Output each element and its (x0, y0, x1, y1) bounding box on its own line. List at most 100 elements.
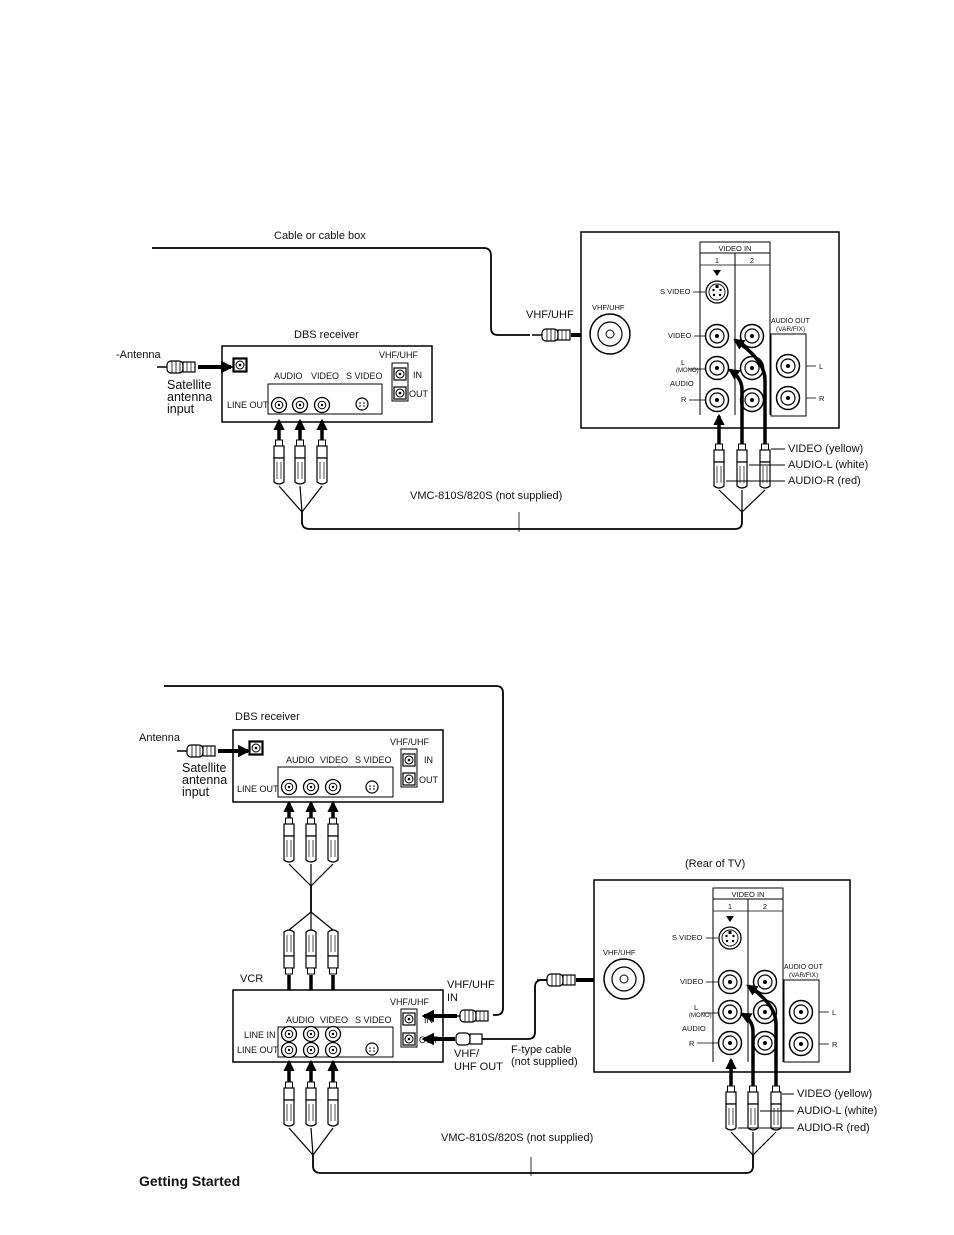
vhf-uhf-out-label-1: VHF/ (454, 1048, 480, 1060)
vcr-line-in-audio-l-jack (280, 1025, 298, 1043)
vcr-vhf-out-jack (402, 1032, 416, 1046)
audio-r-2-jack (739, 387, 765, 413)
rca-cable-tv (713, 338, 785, 513)
rca-cable-dbs (273, 418, 328, 513)
rca-cable-dbs-vcr (283, 800, 339, 1025)
dbs-audio-label: AUDIO (274, 371, 303, 381)
audio-l-1-jack (717, 999, 743, 1025)
col-2-label-2: 2 (763, 902, 767, 911)
tv-video-label: VIDEO (668, 331, 692, 340)
line-out-audio-l-jack (280, 778, 298, 796)
antenna-plug-icon (156, 360, 196, 374)
satellite2-label-3: input (182, 785, 210, 799)
cable-box-label: Cable or cable box (274, 230, 366, 242)
diagram-2: DBS receiver VHF/UHF IN OUT AUDIO VIDEO … (139, 685, 877, 1176)
video-yellow-label: VIDEO (yellow) (788, 443, 863, 455)
dbs2-vhf-in-jack (402, 753, 416, 767)
s-video-jack (705, 280, 729, 304)
tv2-video-label: VIDEO (680, 977, 704, 986)
dbs-out-label: OUT (409, 389, 429, 399)
vcr-title: VCR (240, 973, 263, 985)
tv2-l-label: L (694, 1003, 698, 1012)
cable-line (152, 247, 530, 336)
dbs2-video-label: VIDEO (320, 755, 348, 765)
triangle-marker-icon (726, 916, 734, 922)
video-1-jack (704, 323, 730, 349)
audio-out-r-label: R (819, 394, 825, 403)
col-2-label: 2 (750, 256, 754, 265)
audio-r-1-jack (704, 387, 730, 413)
col-1-label: 1 (715, 256, 719, 265)
vcr-svideo-jack (365, 1042, 379, 1056)
vhf-uhf-cable-label: VHF/UHF (526, 309, 574, 321)
f-type-label-1: F-type cable (511, 1044, 572, 1056)
dbs2-vhf-out-jack (402, 772, 416, 786)
vcr-vhf-uhf-label: VHF/UHF (390, 997, 429, 1007)
vcr-svideo-label: S VIDEO (355, 1015, 392, 1025)
audio-r-2-jack (752, 1030, 778, 1056)
dbs2-vhf-uhf-label: VHF/UHF (390, 737, 429, 747)
tv-r-label: R (681, 395, 687, 404)
tv2-vhf-uhf-label: VHF/UHF (603, 948, 636, 957)
antenna2-label: Antenna (139, 732, 181, 744)
f-type-label-2: (not supplied) (511, 1056, 578, 1068)
audio-out-r-jack (788, 1031, 814, 1057)
antenna-label: -Antenna (116, 349, 162, 361)
satellite2-label-1: Satellite (182, 761, 227, 775)
tv-rear-panel-2: VHF/UHF VIDEO IN 1 2 S VIDEO VIDEO (593, 879, 851, 1073)
dbs-svideo-label: S VIDEO (346, 371, 383, 381)
video-in-header-2: VIDEO IN (732, 890, 765, 899)
vcr-line-out-label: LINE OUT (237, 1045, 279, 1055)
vmc-label: VMC-810S/820S (not supplied) (410, 490, 562, 502)
audio-out-l-label-2: L (832, 1008, 836, 1017)
audio-out-l-label: L (819, 362, 823, 371)
tv2-mono-label: (MONO) (689, 1013, 712, 1019)
vcr-audio-label: AUDIO (286, 1015, 315, 1025)
dbs2-svideo-label: S VIDEO (355, 755, 392, 765)
dbs-svideo-jack (355, 397, 369, 411)
satellite-label-2: antenna (167, 390, 212, 404)
tv-vhf-uhf-label: VHF/UHF (592, 303, 625, 312)
satellite2-label-2: antenna (182, 773, 227, 787)
line-out-video-jack (313, 396, 331, 414)
dbs-vhf-uhf-label: VHF/UHF (379, 350, 418, 360)
var-fix-label-2: (VAR/FIX) (789, 972, 818, 979)
vmc2-label: VMC-810S/820S (not supplied) (441, 1132, 593, 1144)
audio-out-label: AUDIO OUT (771, 318, 811, 325)
line-out-audio-r-jack (291, 396, 309, 414)
dbs-vhf-out-jack (393, 386, 407, 400)
tv2-r-label: R (689, 1039, 695, 1048)
vhf-uhf-in-label-2: IN (447, 992, 458, 1004)
vcr-line-in-video-jack (324, 1025, 342, 1043)
satellite-input-jack (233, 358, 247, 372)
triangle-marker-icon (713, 270, 721, 276)
f-plug-icon (531, 328, 571, 342)
rca-cable-line (301, 512, 743, 530)
satellite-input-jack (249, 741, 263, 755)
audio-l-white-label: AUDIO-L (white) (788, 459, 868, 471)
line-out-audio-r-jack (302, 778, 320, 796)
dbs-line-out-label: LINE OUT (227, 400, 269, 410)
video-2-jack (739, 323, 765, 349)
dbs-vhf-in-jack (393, 367, 407, 381)
dbs2-audio-label: AUDIO (286, 755, 315, 765)
line-out-audio-l-jack (270, 396, 288, 414)
video-yellow-label-2: VIDEO (yellow) (797, 1088, 872, 1100)
audio-out-r-jack (775, 385, 801, 411)
rca-cable-line (312, 1155, 754, 1174)
vcr-video-label: VIDEO (320, 1015, 348, 1025)
col-1-label-2: 1 (728, 902, 732, 911)
dbs-title: DBS receiver (294, 329, 359, 341)
vcr-line-in-audio-r-jack (302, 1025, 320, 1043)
dbs2-out-label: OUT (419, 775, 439, 785)
s-video-jack (718, 926, 742, 950)
audio-r-red-label: AUDIO-R (red) (788, 475, 861, 487)
dbs2-title: DBS receiver (235, 711, 300, 723)
vcr-vhf-in-jack (402, 1012, 416, 1026)
audio-l-white-label-2: AUDIO-L (white) (797, 1105, 877, 1117)
audio-l-2-jack (739, 355, 765, 381)
tv-audio-label: AUDIO (670, 379, 694, 388)
dbs2-in-label: IN (424, 755, 433, 765)
vcr-line-out-audio-r-jack (302, 1041, 320, 1059)
dbs-receiver-1: DBS receiver VHF/UHF IN OUT AUDIO VIDEO … (221, 329, 433, 423)
